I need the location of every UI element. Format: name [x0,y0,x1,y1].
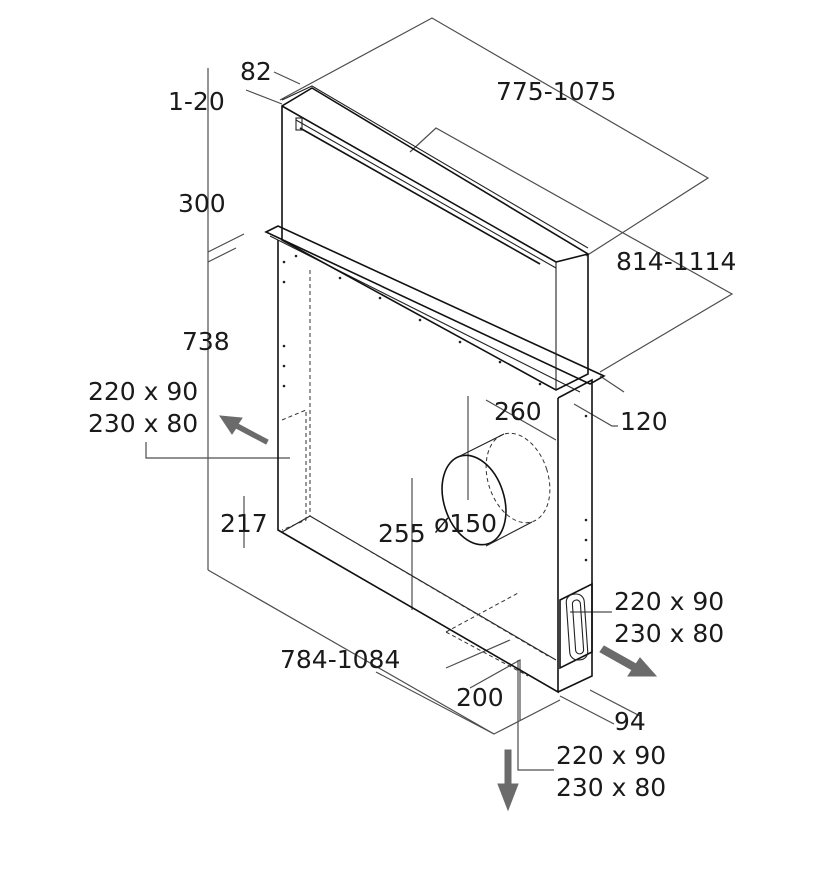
label-left-outlet-b: 230 x 80 [88,409,198,438]
label-body-height: 738 [182,327,230,356]
label-top-depth: 82 [240,57,272,86]
label-right-outlet-b: 230 x 80 [614,619,724,648]
label-left-outlet-a: 220 x 90 [88,377,198,406]
label-side-outlet-height: 217 [220,509,268,538]
label-bottom-offset: 200 [456,683,504,712]
housing-body [264,225,606,694]
label-right-outlet-a: 220 x 90 [614,587,724,616]
airflow-arrows [219,415,658,812]
label-side-depth: 94 [614,707,646,736]
side-rect-outlet [559,582,593,670]
label-overall-width: 814-1114 [616,247,736,276]
label-duct-offset: 260 [494,397,542,426]
down-arrow-icon [497,749,519,812]
dimension-labels: 82 775-1075 1-20 300 814-1114 738 220 x … [88,57,736,802]
round-duct-outlet [441,432,551,547]
label-right-depth: 120 [620,407,668,436]
mounting-holes [282,254,588,562]
label-duct-height: 255 [378,519,426,548]
right-arrow-icon [599,645,658,677]
label-height-adjust: 1-20 [168,87,225,116]
dimension-lines [145,17,734,771]
label-lift-height: 300 [178,189,226,218]
label-bottom-outlet-b: 230 x 80 [556,773,666,802]
label-top-width: 775-1075 [496,77,616,106]
hood-head [281,85,589,391]
label-duct-diameter: ø150 [434,509,497,538]
label-bottom-outlet-a: 220 x 90 [556,741,666,770]
label-bottom-width: 784-1084 [280,645,400,674]
left-arrow-icon [219,415,269,445]
